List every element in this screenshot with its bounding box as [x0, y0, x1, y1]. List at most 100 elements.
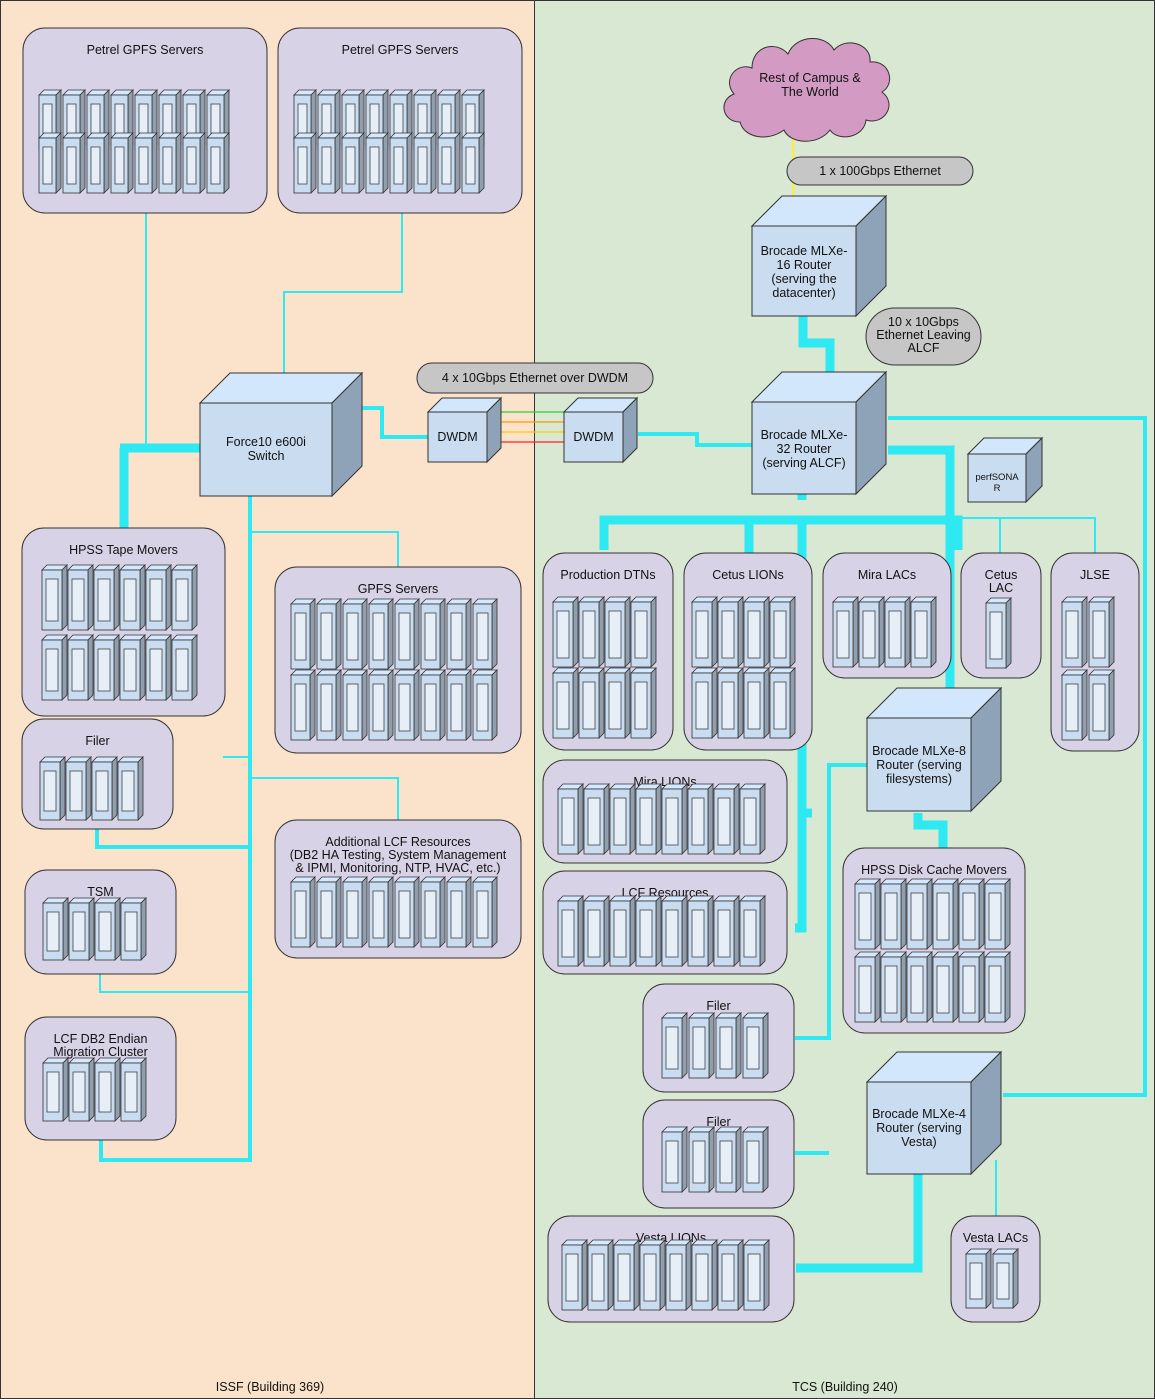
group-title-addl-lcf: (DB2 HA Testing, System Management: [290, 848, 507, 862]
server-side: [875, 952, 880, 1022]
server-side: [138, 757, 143, 820]
server-bay: [373, 613, 384, 660]
server-bay: [592, 1254, 604, 1301]
server-unit: [43, 1058, 68, 1121]
server-bay: [889, 611, 901, 658]
server-bay: [1093, 684, 1105, 731]
server-unit: [959, 952, 984, 1022]
server-unit: [473, 599, 497, 669]
server-side: [905, 597, 910, 667]
server-bay: [970, 1263, 982, 1299]
server-bay: [211, 147, 220, 184]
server-side: [630, 784, 635, 854]
server-side: [875, 879, 880, 949]
server-side: [466, 599, 471, 669]
server-bay: [720, 1027, 732, 1069]
server-side: [734, 784, 739, 854]
server-bay: [640, 798, 652, 845]
device-label-perfsonar: R: [994, 483, 1001, 494]
server-unit: [631, 668, 656, 738]
server-bay: [696, 1254, 708, 1301]
server-bay: [562, 910, 574, 957]
server-unit: [421, 877, 445, 947]
server-bay: [72, 649, 84, 691]
server-side: [166, 565, 171, 630]
server-bay: [720, 1141, 732, 1183]
server-unit: [966, 1249, 991, 1308]
server-bay: [70, 771, 82, 811]
server-bay: [322, 147, 331, 184]
server-unit: [579, 668, 604, 738]
server-bay: [744, 910, 756, 957]
server-side: [1006, 598, 1011, 668]
server-side: [764, 668, 769, 738]
server-unit: [63, 133, 85, 193]
server-unit: [770, 597, 795, 667]
server-bay: [937, 893, 949, 940]
server-bay: [187, 147, 196, 184]
device-label-mlxe4: Vesta): [901, 1135, 936, 1149]
server-side: [712, 597, 717, 667]
server-bay: [937, 966, 949, 1013]
group-title-hpss-tape: HPSS Tape Movers: [69, 543, 178, 557]
server-unit: [662, 784, 687, 854]
server-bay: [124, 649, 136, 691]
server-unit: [933, 952, 958, 1022]
server-unit: [94, 565, 119, 630]
server-side: [901, 879, 906, 949]
server-side: [760, 896, 765, 966]
server-side: [578, 896, 583, 966]
server-bay: [1066, 684, 1078, 731]
server-side: [736, 1127, 741, 1192]
server-bay: [72, 579, 84, 621]
server-side: [1013, 1249, 1018, 1308]
server-side: [176, 133, 181, 193]
server-unit: [121, 1058, 146, 1121]
server-unit: [43, 898, 68, 960]
server-side: [656, 784, 661, 854]
server-bay: [614, 910, 626, 957]
server-unit: [343, 670, 367, 740]
server-bay: [989, 966, 1001, 1013]
server-side: [89, 898, 94, 960]
server-bay: [451, 684, 462, 731]
device-label-mlxe16: Brocade MLXe-: [761, 244, 848, 258]
group-title-jlse: JLSE: [1080, 568, 1110, 582]
server-unit: [714, 784, 739, 854]
server-side: [336, 599, 341, 669]
server-unit: [553, 668, 578, 738]
server-unit: [689, 1013, 714, 1078]
server-unit: [640, 1240, 665, 1310]
server-group-vesta-lacs: Vesta LACs: [951, 1216, 1040, 1322]
server-unit: [911, 597, 936, 667]
server-bay: [477, 613, 488, 660]
server-unit: [118, 757, 143, 820]
server-unit: [907, 952, 932, 1022]
device-label-mlxe16: datacenter): [772, 286, 835, 300]
server-unit: [183, 133, 205, 193]
device-force10: Force10 e600iSwitch: [200, 373, 362, 496]
server-side: [63, 1058, 68, 1121]
server-side: [492, 599, 497, 669]
server-unit: [291, 599, 315, 669]
device-mlxe8: Brocade MLXe-8Router (servingfilesystems…: [867, 688, 1001, 811]
server-unit: [605, 668, 630, 738]
server-bay: [122, 771, 134, 811]
device-label-mlxe4: Router (serving: [876, 1121, 961, 1135]
server-unit: [146, 565, 171, 630]
server-side: [879, 597, 884, 667]
server-unit: [120, 565, 145, 630]
server-side: [440, 670, 445, 740]
server-bay: [394, 147, 403, 184]
device-label-mlxe16: 16 Router: [777, 258, 832, 272]
server-unit: [473, 877, 497, 947]
server-unit: [369, 599, 393, 669]
group-title-vesta-lacs: Vesta LACs: [963, 1231, 1028, 1245]
server-side: [1005, 952, 1010, 1022]
server-bay: [451, 613, 462, 660]
server-unit: [343, 877, 367, 947]
server-side: [901, 952, 906, 1022]
zone-label-tcs: TCS (Building 240): [792, 1380, 898, 1394]
server-bay: [98, 649, 110, 691]
server-unit: [343, 599, 367, 669]
